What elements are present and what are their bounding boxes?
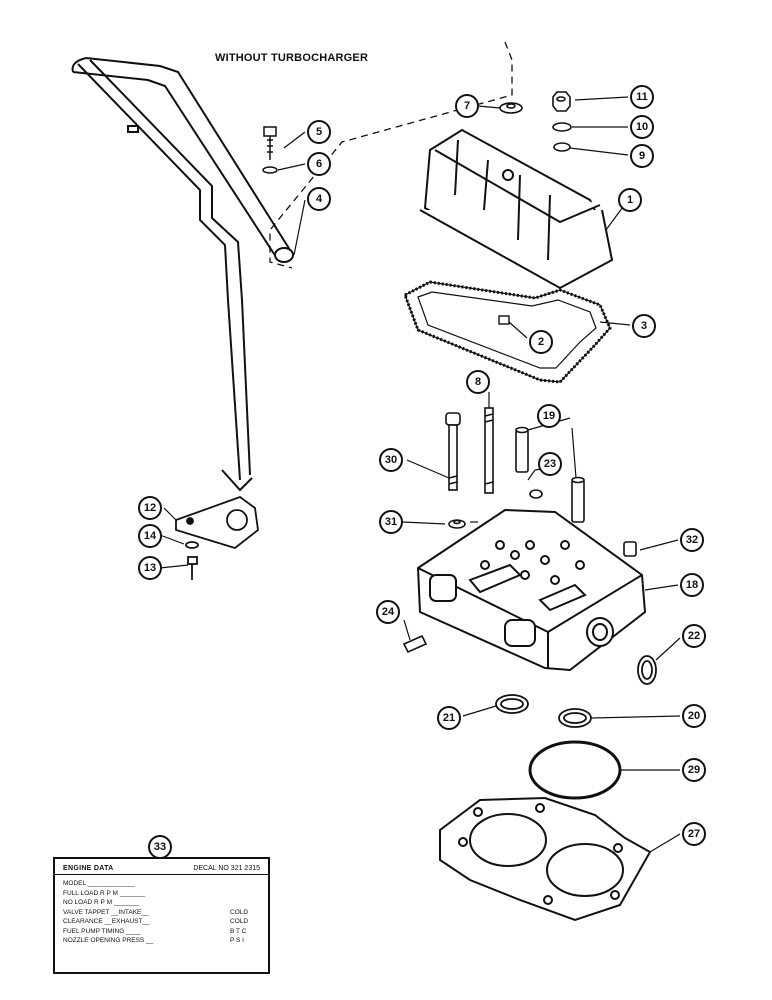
callout-33: 33 — [148, 835, 172, 859]
decal-row-value: COLD — [230, 908, 249, 916]
diagram-title: WITHOUT TURBOCHARGER — [215, 52, 369, 64]
valve-guide-part-19 — [515, 426, 585, 523]
bolt-part-30 — [445, 412, 461, 491]
decal-row-label: NO LOAD R P M _______ — [63, 899, 140, 906]
callout-22: 22 — [682, 624, 706, 648]
callout-14: 14 — [138, 524, 162, 548]
decal-row-label: NOZZLE OPENING PRESS __ — [63, 937, 154, 944]
callout-8: 8 — [466, 370, 490, 394]
decal-row-value: B T C — [230, 927, 247, 935]
engine-data-decal: ENGINE DATA DECAL NO 321 2315 MODEL ____… — [53, 857, 270, 974]
callout-21: 21 — [437, 706, 461, 730]
decal-rows: MODEL _____________ FULL LOAD R P M ____… — [55, 875, 268, 946]
callout-2: 2 — [529, 330, 553, 354]
decal-row-value — [230, 889, 260, 899]
decal-row: NO LOAD R P M _______ — [63, 898, 260, 908]
decal-row-value: COLD — [230, 918, 249, 925]
decal-number: DECAL NO 321 2315 — [193, 865, 260, 872]
callout-27: 27 — [682, 822, 706, 846]
callout-31: 31 — [379, 510, 403, 534]
decal-row-label: VALVE TAPPET __INTAKE__ — [63, 908, 149, 916]
decal-row: MODEL _____________ — [63, 879, 260, 889]
callout-29: 29 — [682, 758, 706, 782]
callout-23: 23 — [538, 452, 562, 476]
bolt-part-5 — [262, 126, 278, 174]
leader-lines — [159, 96, 681, 857]
decal-row-value: P S I — [230, 937, 244, 944]
decal-row-label: CLEARANCE __EXHAUST__ — [63, 918, 150, 925]
decal-row: NOZZLE OPENING PRESS __ P S I — [63, 936, 260, 946]
plug-part-2 — [498, 315, 510, 325]
callout-18: 18 — [680, 573, 704, 597]
callout-7: 7 — [455, 94, 479, 118]
callout-13: 13 — [138, 556, 162, 580]
callout-5: 5 — [307, 120, 331, 144]
callout-10: 10 — [630, 115, 654, 139]
head-gasket-part-27 — [439, 796, 652, 922]
o-ring-part-29 — [528, 740, 622, 800]
callout-1: 1 — [618, 188, 642, 212]
decal-row-label: MODEL _____________ — [63, 880, 135, 887]
cover-hardware — [499, 91, 572, 152]
decal-row-label: FUEL PUMP TIMING ____ — [63, 927, 141, 935]
stud-part-8 — [484, 407, 494, 494]
callout-24: 24 — [376, 600, 400, 624]
decal-row: FUEL PUMP TIMING ____ B T C — [63, 927, 260, 937]
callout-19: 19 — [537, 404, 561, 428]
cylinder-head-part-18 — [416, 508, 647, 672]
decal-row: CLEARANCE __EXHAUST__ COLD — [63, 917, 260, 927]
callout-3: 3 — [632, 314, 656, 338]
callout-4: 4 — [307, 187, 331, 211]
valve-cover-part-1 — [419, 128, 614, 290]
callout-12: 12 — [138, 496, 162, 520]
callout-32: 32 — [680, 528, 704, 552]
decal-row-value — [230, 879, 260, 889]
callout-11: 11 — [630, 85, 654, 109]
gasket-part-3 — [403, 280, 612, 384]
decal-header: ENGINE DATA DECAL NO 321 2315 — [55, 859, 268, 875]
small-parts — [448, 489, 637, 557]
callout-20: 20 — [682, 704, 706, 728]
callout-30: 30 — [379, 448, 403, 472]
callout-9: 9 — [630, 144, 654, 168]
seat-inserts — [495, 655, 657, 728]
decal-row-label: FULL LOAD R P M _______ — [63, 889, 146, 897]
dashed-assembly-outline — [269, 41, 513, 269]
breather-tube — [71, 57, 294, 492]
callout-6: 6 — [307, 152, 331, 176]
decal-row: VALVE TAPPET __INTAKE__ COLD — [63, 908, 260, 918]
stud-part-24 — [402, 634, 428, 654]
decal-row-value — [230, 898, 260, 908]
decal-heading: ENGINE DATA — [63, 865, 114, 872]
decal-row: FULL LOAD R P M _______ — [63, 889, 260, 899]
bracket-part-12 — [175, 495, 259, 580]
